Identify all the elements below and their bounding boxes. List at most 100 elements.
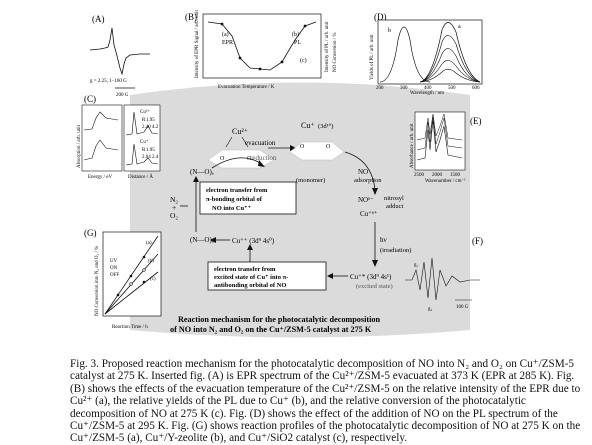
- panel-b-ylabel-left: Intensity of EPR Signal / arb. unit: [195, 9, 200, 78]
- panel-c-cu2-r-val: 1.95: [146, 118, 155, 123]
- reduction-label: reduction: [250, 154, 277, 162]
- n2-product: N₂: [170, 195, 178, 204]
- excited-state-label: (excited state): [356, 283, 393, 290]
- panel-g-point: [116, 293, 120, 297]
- cu-delta-label: Cu⁺ᵟ⁺: [360, 210, 378, 218]
- cu-monomer-label: Cu⁺: [301, 121, 315, 130]
- panel-f-epr-trace: [405, 257, 480, 301]
- no-adsorption-arrow: [344, 151, 376, 191]
- figure-3: (A) g = 2.25, 1−160 G 200 G (B) Intensit…: [77, 9, 483, 338]
- box1-line1: electron transfer from: [206, 187, 268, 194]
- panel-e-tick: 1500: [450, 173, 461, 178]
- panel-c-label: (C): [84, 94, 96, 104]
- panel-g-label: (G): [84, 228, 97, 238]
- n-o-top: (N—O)ₐ: [190, 168, 214, 176]
- panel-d-excitation-curve: [379, 26, 431, 83]
- panel-e-ir-trace: [416, 113, 463, 141]
- panel-c-cu1-label: Cu⁺: [140, 139, 149, 145]
- panel-d-tick: 500: [448, 86, 456, 91]
- panel-d-label-b: b: [388, 28, 391, 34]
- panel-f-g2: g₂: [428, 307, 433, 312]
- panel-d-pl-curve: [419, 68, 481, 83]
- adduct-label: adduct: [386, 203, 404, 210]
- panel-g-uv: UV: [110, 259, 118, 264]
- panel-e-tick: 2000: [432, 173, 443, 178]
- panel-c-frame-left: [81, 104, 123, 172]
- adsorption-label: adsorption: [354, 177, 382, 184]
- box2-line1: electron transfer from: [214, 266, 276, 273]
- panel-d-xlabel: Wavelength / nm: [410, 91, 444, 96]
- panel-c-rdf-trace: [125, 143, 159, 166]
- panel-a-scale: 200 G: [116, 93, 129, 98]
- panel-g-point: [129, 282, 133, 286]
- panel-b-point: [238, 56, 242, 60]
- cu-excited-middle: Cu⁺⁺ (3d⁹ 4s⁰): [232, 237, 275, 245]
- panel-d-tick: 200: [376, 86, 384, 91]
- nitrosyl-label: nitrosyl: [384, 195, 404, 202]
- panel-c: (C) Cu²⁺ R 1.95 2.40 4.2 Cu⁺ R 1.95 2.04…: [77, 94, 161, 180]
- panel-b-series-b-name: PL: [294, 40, 301, 46]
- panel-d-label: (D): [374, 12, 387, 22]
- box1-line3: NO into Cu⁺⁺: [212, 205, 251, 212]
- panel-b-label: (B): [185, 12, 197, 22]
- panel-g-series-c: (c): [150, 277, 156, 282]
- panel-f-g1: g₁: [414, 263, 419, 268]
- mechanism-title-line2: of NO into N₂ and O₂ on the Cu⁺/ZSM-5 ca…: [170, 325, 372, 334]
- panel-e-ylabel: Absorbance / arb. unit: [410, 123, 415, 168]
- panel-b-point: [280, 60, 284, 64]
- panel-g-point: [142, 268, 146, 272]
- panel-d-tick: 600: [472, 86, 480, 91]
- panel-g-point: [142, 255, 146, 259]
- panel-b-series-b: (b): [292, 31, 299, 38]
- panel-d-pl-curve: [419, 35, 481, 83]
- panel-c-cu1-r-val: 1.95: [146, 148, 155, 153]
- irradiation-label: (irradiation): [380, 247, 411, 254]
- panel-b-point: [258, 67, 262, 71]
- cu-monomer-config: (3d¹⁰): [318, 123, 333, 130]
- panel-e-xlabel: Wavenumber / cm⁻¹: [425, 178, 466, 184]
- cu2-oxygen: O: [220, 156, 225, 162]
- no-top-arrow-head: [193, 176, 199, 182]
- box2-to-cu-arrow-head: [247, 244, 253, 250]
- cu2-label: Cu²⁺: [232, 127, 248, 136]
- panel-d-label-a: a: [458, 24, 461, 30]
- cu2-zeolite-framework: [207, 149, 275, 169]
- panel-f: (F) g₁ g₂ 100 G: [405, 236, 483, 312]
- panel-a-label: (A): [92, 14, 105, 24]
- top-loop-arrow-head: [258, 160, 265, 167]
- no-adsorption-arrow-head: [372, 188, 378, 195]
- box1-line2: π-bonding orbital of: [206, 196, 263, 203]
- panel-a: (A) g = 2.25, 1−160 G 200 G: [89, 14, 150, 98]
- panel-d-frame: [377, 19, 483, 85]
- panel-g: (G) NO Conversion into N₂ and O₂ / % Rea…: [84, 228, 162, 330]
- panel-d-pl-curve: [419, 60, 481, 83]
- panel-d: (D) Yields of PL / arb. unit Wavelength …: [370, 12, 483, 96]
- box2-line2: excited state of Cu⁺ into π-: [214, 274, 288, 281]
- panel-g-line-c: [104, 271, 159, 315]
- panel-b-series-a-name: EPR: [222, 40, 233, 46]
- top-loop-arrow: [211, 157, 263, 169]
- panel-g-series-a: (a): [146, 241, 152, 246]
- panel-g-point: [129, 274, 133, 278]
- panel-g-uv-off: ON: [110, 266, 118, 271]
- plus-sign: +: [172, 203, 176, 212]
- evacuation-arrow-head: [290, 145, 296, 151]
- panel-c-rdf-trace: [125, 111, 159, 136]
- panel-g-xlabel: Reaction Time / h: [112, 325, 148, 330]
- cu-to-no-arrow-head: [210, 237, 216, 243]
- cu-monomer-oxygen: O: [326, 144, 331, 150]
- panel-d-ylabel: Yields of PL / arb. unit: [370, 34, 375, 80]
- panel-e-ir-trace: [416, 119, 463, 161]
- mechanism: Cu²⁺ O O evacuation reduction Cu⁺ (3d¹⁰)…: [170, 121, 411, 334]
- panel-b-point: [220, 22, 224, 26]
- panel-b-xlabel: Evacuation Temperature / K: [218, 85, 275, 90]
- figure-caption: Fig. 3. Proposed reaction mechanism for …: [70, 358, 582, 445]
- cu2-bond: [241, 136, 249, 148]
- excited-to-box2-arrow-head: [327, 273, 333, 279]
- panel-g-uv-on: OFF: [110, 273, 119, 278]
- no-delta-label: NOᵟ⁻: [358, 196, 374, 204]
- panel-g-ylabel: NO Conversion into N₂ and O₂ / %: [95, 246, 100, 316]
- electron-transfer-box-1: [199, 181, 297, 215]
- cu-monomer-site: Cu⁺ (3d¹⁰) O O (monomer): [289, 121, 345, 184]
- panel-d-tick: 300: [400, 86, 408, 91]
